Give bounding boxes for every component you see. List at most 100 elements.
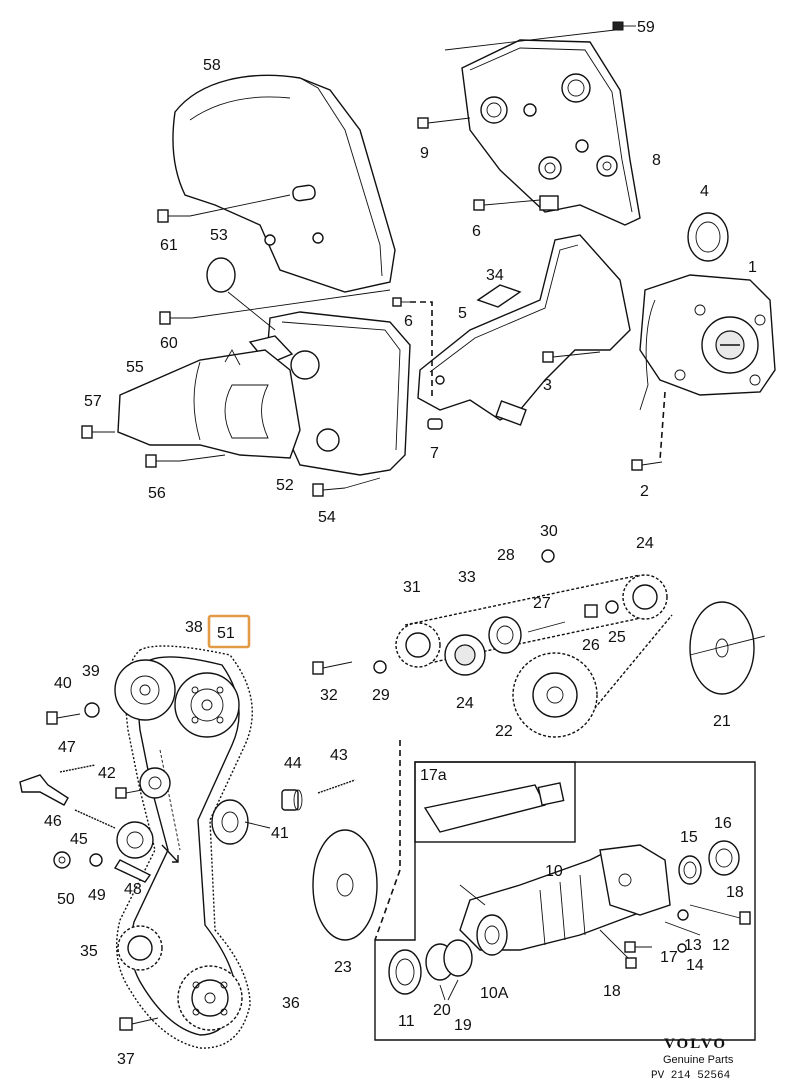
label-56: 56 [148, 485, 166, 502]
washer-13 [677, 909, 689, 921]
label-58: 58 [203, 57, 221, 74]
label-60: 60 [160, 335, 178, 352]
label-18a: 18 [726, 884, 744, 901]
label-24b: 24 [456, 695, 474, 712]
bolt-61 [157, 194, 291, 223]
label-34: 34 [486, 267, 504, 284]
part-22-gear [512, 652, 598, 738]
label-28: 28 [497, 547, 515, 564]
fasteners-inset [599, 904, 751, 969]
highlighted-part-51[interactable]: 51 [207, 614, 251, 649]
label-49: 49 [88, 887, 106, 904]
label-10a: 10A [480, 985, 509, 1002]
nut-50 [53, 851, 71, 869]
label-3: 3 [543, 377, 552, 394]
label-18b: 18 [603, 983, 621, 1000]
label-44: 44 [284, 755, 302, 772]
part-23-disc [312, 829, 378, 941]
guide-line-6 [410, 301, 433, 400]
label-6b: 6 [404, 313, 413, 330]
part-11-seal [388, 949, 422, 995]
part-20-bearing [425, 939, 473, 1001]
part-5-rear-plate-lower [417, 234, 631, 426]
direction-arrow [161, 844, 179, 863]
label-52: 52 [276, 477, 294, 494]
label-11: 11 [398, 1013, 415, 1030]
part-41-idler-roller [211, 799, 271, 845]
part-24-pulley-b [444, 634, 486, 676]
label-30: 30 [540, 523, 558, 540]
label-22: 22 [495, 723, 513, 740]
bolt-18-lower [599, 929, 637, 969]
part-1-roller [139, 767, 171, 799]
label-15: 15 [680, 829, 698, 846]
label-37: 37 [117, 1051, 135, 1068]
lever-46 [19, 774, 69, 806]
part-43-stud [317, 779, 356, 794]
footer-brand: VOLVO Genuine Parts PV 214 52564 [651, 1036, 734, 1082]
bolt-37 [119, 1017, 159, 1031]
bolt-54 [312, 477, 381, 497]
part-27-stud [527, 621, 566, 633]
label-35: 35 [80, 943, 98, 960]
nut-29 [373, 660, 387, 674]
bolt-40 [46, 711, 81, 725]
bolt-56 [145, 454, 226, 468]
part-38-camshaft-pulley [174, 672, 240, 738]
label-13: 13 [684, 937, 702, 954]
label-19: 19 [454, 1017, 472, 1034]
part-38-pulley [114, 659, 176, 721]
bolt-57 [81, 425, 115, 439]
label-9: 9 [420, 145, 429, 162]
bolt-18-right [689, 904, 751, 925]
highlight-box [207, 614, 251, 649]
part-31-gear [395, 622, 441, 668]
guide-line-inset [374, 740, 401, 941]
label-26: 26 [582, 637, 600, 654]
washer-49 [89, 853, 103, 867]
bolt-59 [612, 21, 636, 31]
guide-line-53 [227, 291, 276, 331]
diagram-part-number: PV 214 52564 [651, 1070, 731, 1082]
label-47: 47 [58, 739, 76, 756]
label-59: 59 [637, 19, 655, 36]
part-53-plug [206, 257, 236, 293]
label-38: 38 [185, 619, 203, 636]
fasteners-middle [312, 549, 619, 675]
label-7: 7 [430, 445, 439, 462]
part-48-tensioner [113, 821, 154, 883]
label-48: 48 [124, 881, 142, 898]
label-2: 2 [640, 483, 649, 500]
part-17a-sealant-tube [423, 782, 565, 833]
label-50: 50 [57, 891, 75, 908]
label-17: 17 [660, 949, 678, 966]
label-8: 8 [652, 152, 661, 169]
part-24-pulley-a [622, 574, 668, 620]
bolt-42 [115, 787, 143, 799]
label-40: 40 [54, 675, 72, 692]
part-55-inner-cover [117, 349, 301, 459]
label-43: 43 [330, 747, 348, 764]
bolt-9 [417, 117, 471, 129]
label-14: 14 [686, 957, 704, 974]
bolts-upper [81, 21, 663, 497]
label-16: 16 [714, 815, 732, 832]
part-15-ring [678, 855, 702, 885]
label-1: 1 [748, 259, 757, 276]
label-17a: 17a [420, 767, 447, 784]
part-28-idler [488, 616, 522, 654]
label-23: 23 [334, 959, 352, 976]
bolt-6b [392, 297, 410, 307]
inset-box [374, 761, 756, 1041]
part-10-shaft-housing [459, 844, 671, 956]
part-44-bushing [281, 789, 303, 811]
label-51: 51 [217, 625, 235, 642]
label-42: 42 [98, 765, 116, 782]
label-20: 20 [433, 1002, 451, 1019]
label-46: 46 [44, 813, 62, 830]
guide-line-2 [659, 391, 666, 461]
part-7-pin [427, 418, 443, 430]
label-10: 10 [545, 863, 563, 880]
bolt-60 [159, 289, 391, 325]
bolt-3 [542, 351, 601, 363]
